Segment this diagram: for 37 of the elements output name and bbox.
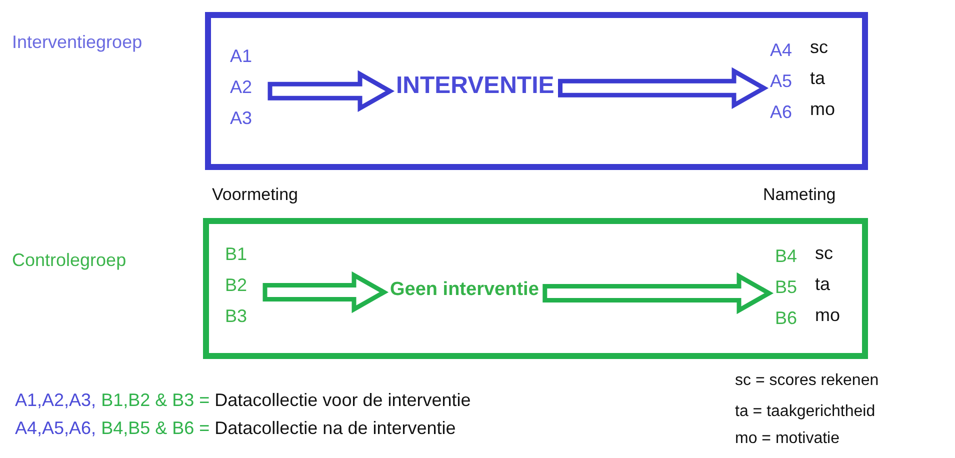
- block-arrow: [542, 272, 774, 314]
- variable-abbreviation: ta: [815, 274, 830, 295]
- measurement-label: A2: [230, 77, 252, 98]
- measurement-label: B1: [225, 244, 248, 265]
- measurement-label: B6: [775, 308, 798, 329]
- code-list: A4,A5,A6,: [15, 418, 96, 439]
- measurement-label: A4: [770, 40, 792, 61]
- variable-abbreviation: sc: [815, 243, 833, 264]
- group-heading: Interventiegroep: [12, 32, 142, 53]
- phase-label: Voormeting: [212, 185, 298, 205]
- code-list: B1,B2 & B3 =: [101, 390, 210, 411]
- measurement-label: A5: [770, 71, 792, 92]
- block-arrow: [262, 271, 389, 314]
- phase-label: Nameting: [763, 185, 836, 205]
- measurement-label: A1: [230, 46, 252, 67]
- measurement-label: A6: [770, 102, 792, 123]
- group-heading: Controlegroep: [12, 250, 126, 271]
- measurement-label: A3: [230, 108, 252, 129]
- condition-label: Geen interventie: [390, 279, 539, 301]
- block-arrow: [558, 67, 769, 110]
- measurement-label: B4: [775, 246, 798, 267]
- variable-abbreviation: sc: [810, 37, 828, 58]
- block-arrow: [268, 70, 395, 112]
- abbreviation-definition: mo = motivatie: [735, 430, 840, 448]
- measurement-label: B5: [775, 277, 798, 298]
- measurement-label: B2: [225, 275, 248, 296]
- abbreviation-definition: ta = taakgerichtheid: [735, 403, 876, 422]
- definition-text: Datacollectie voor de interventie: [214, 390, 471, 411]
- variable-abbreviation: mo: [810, 99, 836, 120]
- code-list: A1,A2,A3,: [15, 390, 96, 411]
- condition-label: INTERVENTIE: [396, 72, 554, 100]
- definition-text: Datacollectie na de interventie: [214, 418, 456, 439]
- variable-abbreviation: mo: [815, 305, 840, 326]
- variable-abbreviation: ta: [810, 68, 826, 89]
- abbreviation-definition: sc = scores rekenen: [735, 372, 879, 390]
- measurement-label: B3: [225, 306, 248, 327]
- code-list: B4,B5 & B6 =: [101, 418, 210, 439]
